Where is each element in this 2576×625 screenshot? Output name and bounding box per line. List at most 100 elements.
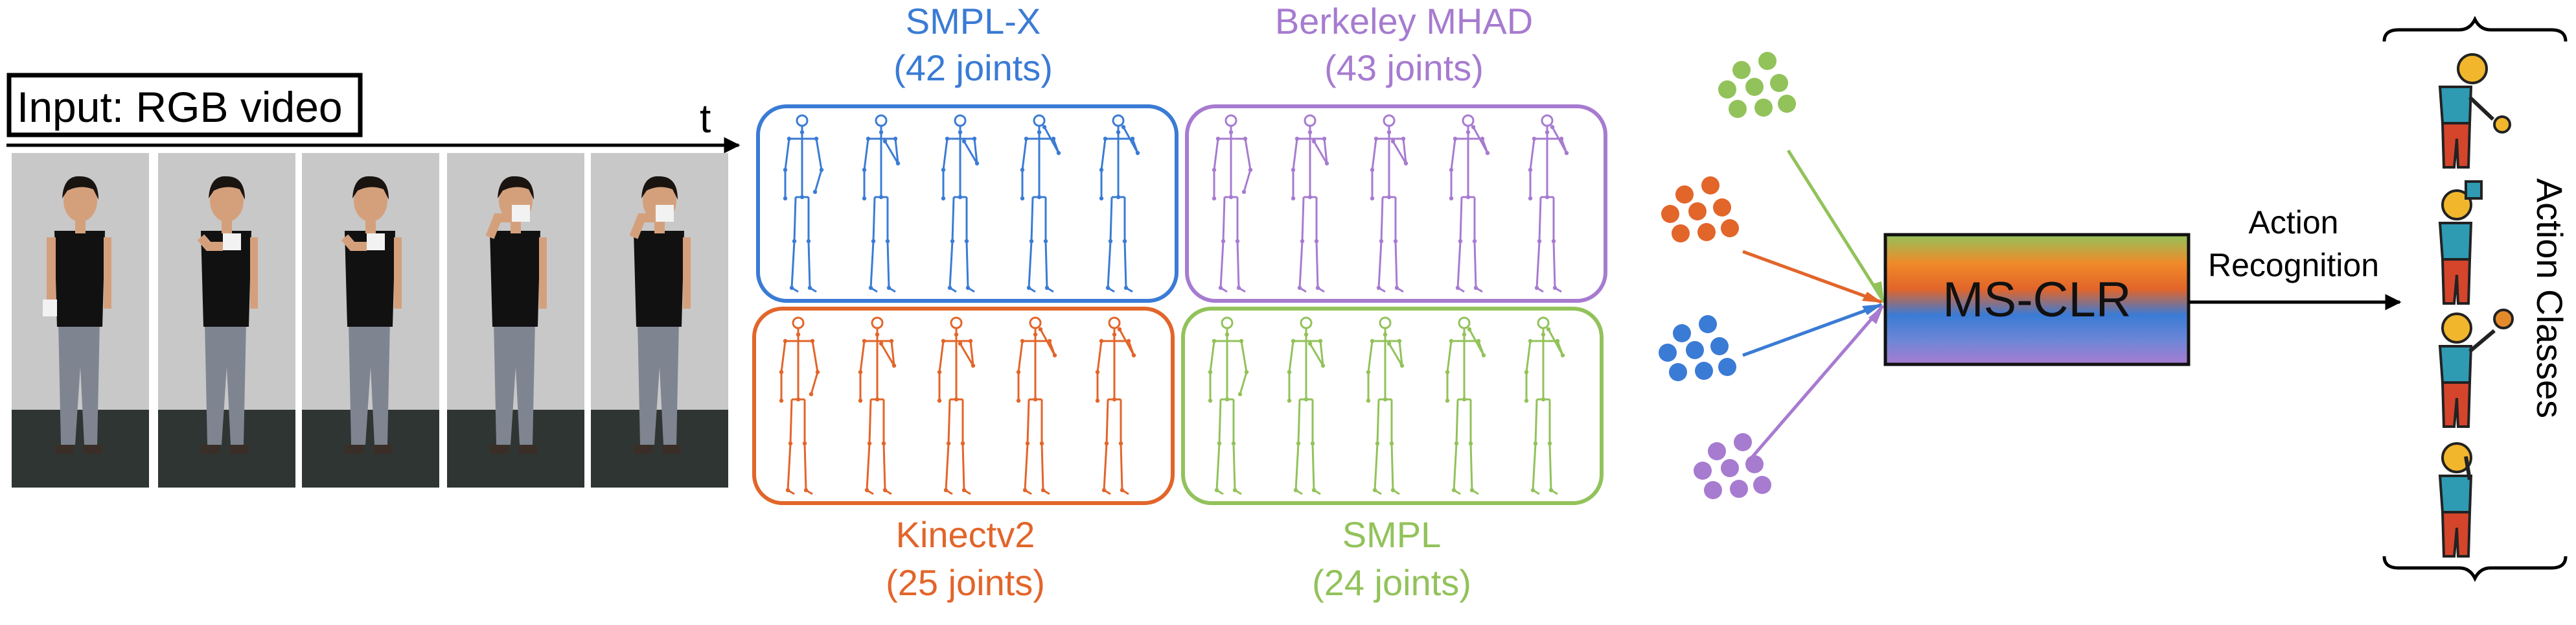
skeleton-joint — [1307, 341, 1313, 346]
arrowhead-green — [1872, 281, 1884, 302]
skeleton-head — [871, 316, 884, 329]
person-arm — [341, 234, 367, 251]
skeleton-joint — [1208, 370, 1213, 375]
skeleton-joint — [862, 196, 867, 201]
input-label-box — [6, 73, 363, 137]
skeleton-figure-2 — [1287, 316, 1326, 495]
skeleton-joint — [1370, 338, 1375, 344]
skeleton-joint — [1524, 370, 1529, 375]
skeleton-joint — [1024, 136, 1029, 141]
skeleton-joint — [1451, 488, 1456, 493]
time-label: t — [700, 97, 711, 141]
cup — [512, 205, 530, 222]
video-frame-4 — [447, 153, 584, 488]
skeleton-left-thigh — [1030, 196, 1034, 242]
skeleton-joint — [1217, 441, 1222, 446]
skeleton-joint — [1548, 488, 1554, 493]
skeleton-joint — [937, 370, 942, 375]
skeleton-left-upper-arm — [1529, 138, 1535, 171]
skeleton-right-upper-arm — [815, 138, 823, 171]
skeleton-joint — [1449, 196, 1454, 201]
skeleton-joint — [858, 398, 863, 403]
skeleton-right-forearm — [1551, 126, 1568, 154]
arrow-purple-to-model — [1748, 305, 1884, 462]
skeleton-head — [1379, 316, 1392, 329]
skeleton-left-thigh — [1301, 196, 1305, 242]
skeleton-left-shin — [1532, 443, 1537, 491]
skeleton-right-shin — [886, 241, 890, 289]
group-smpl-skeletons — [1208, 316, 1565, 495]
class-figure-arm — [2464, 456, 2472, 480]
skeleton-head — [1541, 114, 1554, 127]
skeleton-joint — [1559, 136, 1564, 141]
skeleton-left-shin — [1298, 241, 1304, 289]
skeleton-joint — [1020, 196, 1025, 201]
skeleton-joint — [1467, 327, 1472, 332]
skeleton-joint — [1555, 338, 1560, 344]
skeleton-joint — [1231, 441, 1236, 446]
skeleton-joint — [1208, 398, 1213, 403]
group-smpl: SMPL (24 joints) — [1181, 307, 1604, 603]
cluster-dot — [1672, 224, 1690, 242]
arrowhead-orange — [1862, 292, 1883, 303]
skeleton-joint — [1248, 167, 1253, 172]
cluster-dot — [1721, 219, 1739, 237]
skeleton-right-forearm — [1122, 126, 1139, 154]
skeleton-right-shin — [1315, 241, 1319, 289]
skeleton-joint — [1016, 398, 1021, 403]
class-figure-arm — [2468, 329, 2496, 353]
skeleton-joint — [862, 167, 867, 172]
skeleton-joint — [866, 136, 871, 141]
skeleton-head — [1108, 316, 1121, 329]
skeleton-right-upper-arm — [1240, 340, 1248, 373]
skeleton-joint — [803, 488, 809, 493]
person-hair — [62, 176, 98, 200]
skeleton-joint — [1099, 338, 1104, 344]
skeleton-joint — [1116, 130, 1121, 135]
skeleton-joint — [1043, 239, 1048, 244]
person-shirt — [634, 231, 684, 327]
class-figure-head — [2441, 312, 2472, 344]
skeleton-left-shin — [1377, 241, 1383, 289]
skeleton-left-thigh — [1218, 399, 1222, 444]
cluster-dot — [1718, 358, 1736, 376]
skeleton-head — [1537, 316, 1550, 329]
skeleton-joint — [1221, 239, 1226, 244]
skeleton-left-shin — [1535, 241, 1541, 289]
skeleton-left-shin — [1456, 241, 1462, 289]
skeleton-left-upper-arm — [1525, 340, 1532, 373]
cluster-dot — [1710, 337, 1729, 355]
class-figure-head — [2457, 53, 2488, 84]
skeleton-joint — [807, 285, 812, 290]
skeleton-joint — [1118, 441, 1123, 446]
skeleton-joint — [1462, 397, 1467, 402]
person-legs — [494, 322, 535, 445]
skeleton-left-thigh — [1455, 399, 1459, 444]
skeleton-right-forearm — [1392, 141, 1407, 164]
skeleton-joint — [941, 167, 946, 172]
skeleton-joint — [1480, 136, 1485, 141]
skeleton-joint — [947, 285, 952, 290]
skeleton-left-upper-arm — [942, 138, 949, 171]
skeleton-joint — [1225, 397, 1230, 402]
group-smpl-box — [1181, 307, 1604, 505]
arrow-label-line1: Action — [2249, 204, 2339, 241]
skeleton-joint — [1564, 150, 1569, 156]
skeleton-joint — [1524, 398, 1529, 403]
arrowhead-blue — [1862, 304, 1883, 315]
cluster-dot — [1770, 74, 1788, 92]
skeleton-joint — [946, 441, 951, 446]
skeleton-figure-2 — [858, 316, 897, 495]
skeleton-head — [1304, 114, 1317, 127]
group-smpl-subtitle: (24 joints) — [1312, 562, 1471, 603]
skeleton-right-shin — [961, 443, 965, 491]
skeleton-joint — [1218, 285, 1223, 290]
skeleton-right-shin — [1552, 241, 1556, 289]
skeleton-joint — [1311, 139, 1317, 144]
person-arm — [629, 213, 656, 239]
skeleton-joint — [796, 397, 801, 402]
group-mhad-title: Berkeley MHAD — [1275, 1, 1533, 41]
skeleton-joint — [1534, 285, 1539, 290]
cup — [367, 233, 385, 250]
